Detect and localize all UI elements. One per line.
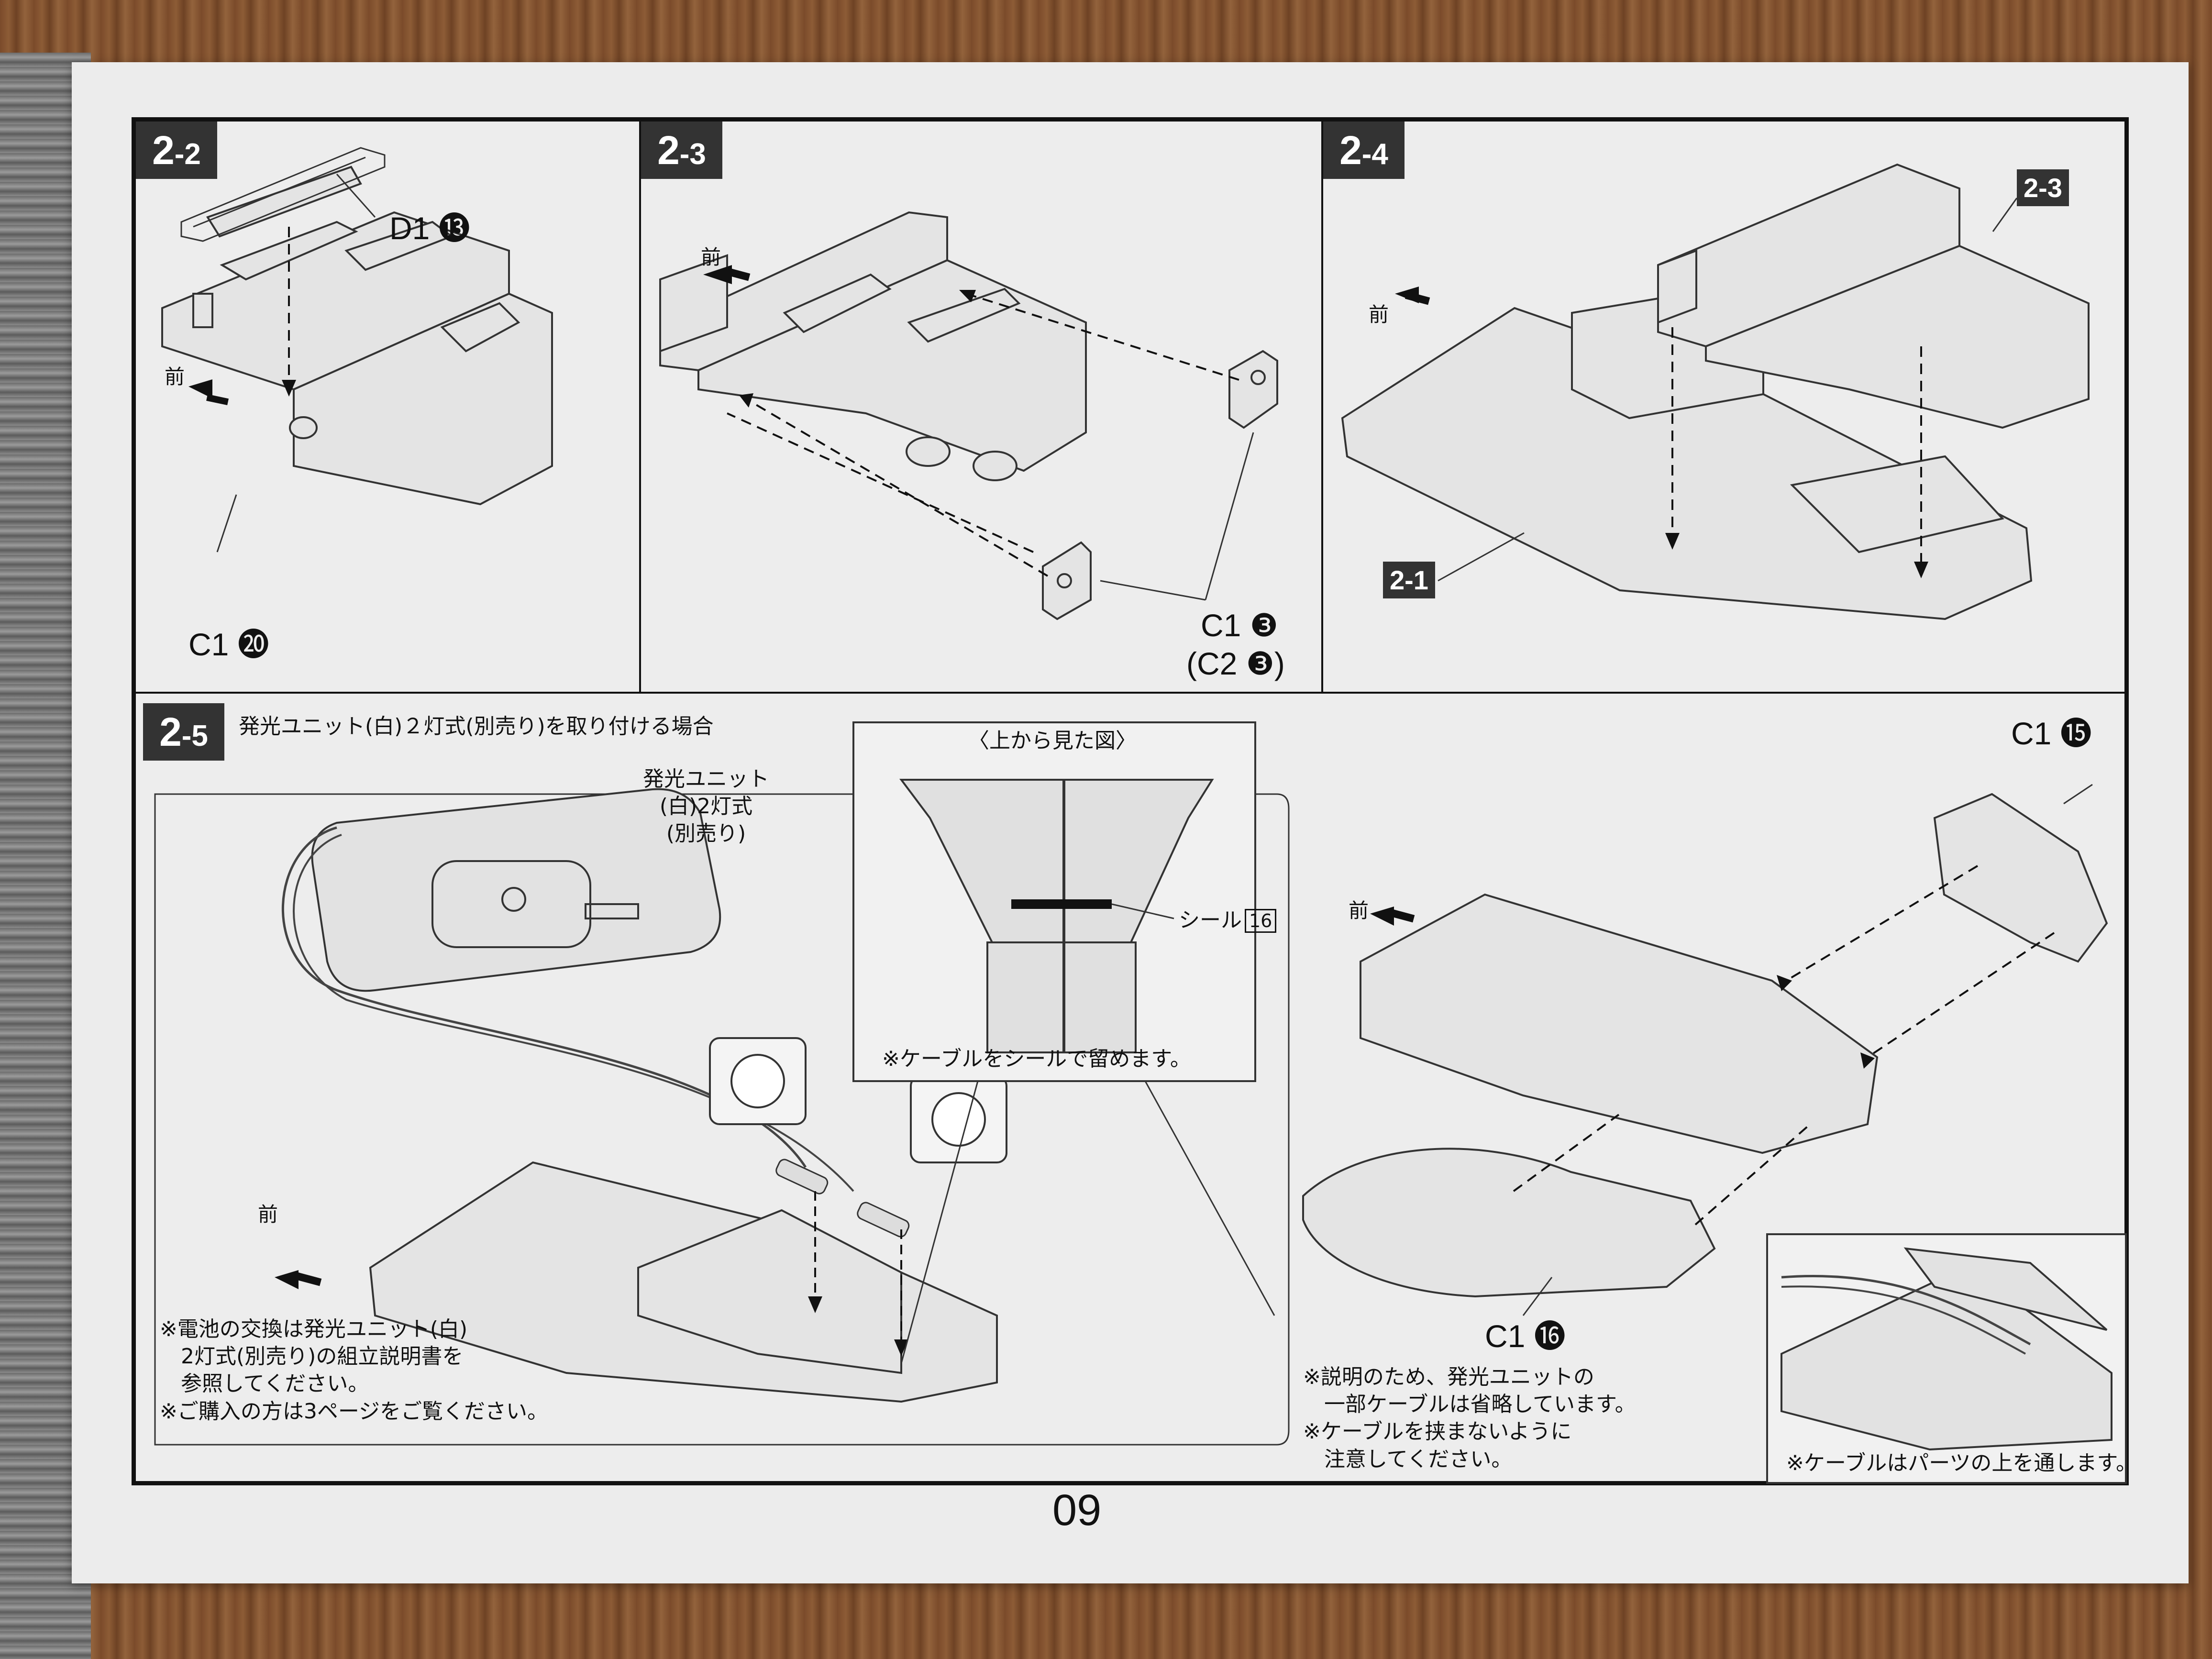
detail-note: ※ケーブルはパーツの上を通します。 xyxy=(1786,1451,2137,1475)
step-number-badge: 2-4 xyxy=(1323,122,1405,179)
part-label-d1-13: D1 ⓭ xyxy=(389,210,470,246)
bracket-install-illustration xyxy=(659,211,1278,620)
part-label-c1-3: C1 ❸ xyxy=(1201,608,1278,643)
step-panel-2-5: 2-5 発光ユニット(白)２灯式(別売り)を取り付ける場合 xyxy=(134,692,2137,1484)
part-label-c1-15: C1 ⓯ xyxy=(2011,716,2092,751)
step-heading: 発光ユニット(白)２灯式(別売り)を取り付ける場合 xyxy=(239,714,714,739)
part-label-c2-3: (C2 ❸) xyxy=(1186,646,1285,681)
page-number: 09 xyxy=(1052,1486,1102,1535)
reference-tag-2-3: 2-3 xyxy=(2017,169,2069,206)
step-number-badge: 2-3 xyxy=(641,122,722,179)
front-direction-label: 前 xyxy=(258,1203,278,1226)
step-panel-2-4: 2-4 xyxy=(1321,120,2126,694)
battery-notes: ※電池の交換は発光ユニット(白) 2灯式(別売り)の組立説明書を 参照してくださ… xyxy=(160,1317,548,1424)
front-direction-label: 前 xyxy=(1349,899,1369,922)
part-label-c1-16: C1 ⓰ xyxy=(1485,1318,1566,1354)
light-unit-install-illustration xyxy=(154,721,2127,1484)
step-number-badge: 2-5 xyxy=(143,703,224,761)
chassis-merge-illustration xyxy=(1341,163,2090,620)
page-frame: 2-2 xyxy=(132,117,2137,1485)
inset-title: 〈上から見た図〉 xyxy=(968,729,1137,753)
step-panel-2-2: 2-2 xyxy=(134,120,641,694)
cable-notes: ※説明のため、発光ユニットの 一部ケーブルは省略しています。 ※ケーブルを挟まな… xyxy=(1303,1365,1636,1471)
front-direction-label: 前 xyxy=(701,245,721,269)
reference-tag-2-1: 2-1 xyxy=(1383,562,1435,598)
step-panel-2-3: 2-3 xyxy=(639,120,1323,694)
part-label-c1-20: C1 ⓴ xyxy=(188,627,269,662)
front-direction-label: 前 xyxy=(1369,303,1389,326)
chassis-assembly-illustration xyxy=(161,147,553,553)
instruction-page: 2-2 xyxy=(72,62,2189,1583)
inset-note: ※ケーブルをシールで留めます。 xyxy=(882,1047,1191,1071)
step-number-badge: 2-2 xyxy=(136,122,217,179)
light-unit-label: 発光ユニット (白)2灯式 (別売り) xyxy=(643,767,769,846)
front-direction-label: 前 xyxy=(165,365,185,388)
